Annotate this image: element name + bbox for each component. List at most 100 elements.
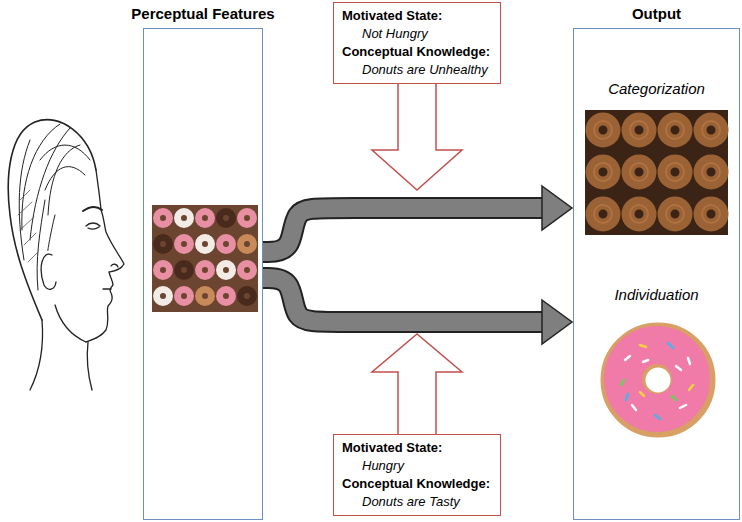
donut — [220, 264, 233, 277]
split-arrow — [263, 186, 572, 252]
sprinkle — [632, 405, 636, 410]
donut — [178, 264, 191, 277]
donut — [241, 290, 254, 303]
donut — [664, 203, 686, 225]
arrow-outline — [263, 278, 544, 322]
sprinkle — [640, 392, 644, 396]
output-label: Categorization — [573, 80, 740, 98]
sprinkle — [625, 356, 630, 360]
ear — [41, 254, 56, 289]
donut-icing — [623, 345, 691, 413]
donut — [199, 290, 212, 303]
donut — [628, 119, 650, 141]
sprinkle — [688, 358, 690, 364]
photo-ground — [152, 205, 258, 312]
donut — [220, 238, 233, 251]
condition-heading: Motivated State: — [342, 7, 491, 25]
sprinkle — [655, 415, 660, 419]
donut — [157, 290, 170, 303]
hair-strands — [19, 124, 90, 290]
donut — [220, 212, 233, 225]
panel-frame — [573, 28, 740, 520]
donut — [178, 212, 191, 225]
panel-frame — [143, 28, 263, 520]
face-sketch — [8, 120, 124, 390]
glaze-shine — [702, 121, 720, 139]
pink-donut-photo — [621, 343, 693, 419]
output-label: Individuation — [573, 286, 740, 304]
condition-value: Not Hungry — [342, 25, 491, 43]
donut — [628, 161, 650, 183]
sprinkle — [626, 394, 628, 400]
condition-value: Hungry — [342, 457, 491, 475]
glaze-shine — [630, 205, 648, 223]
glaze-shine — [630, 163, 648, 181]
jaw-line — [55, 305, 86, 342]
donut — [178, 290, 191, 303]
condition-box: Motivated State:HungryConceptual Knowled… — [333, 434, 501, 516]
panel-heading: Output — [528, 5, 742, 23]
donut — [592, 203, 614, 225]
arrow-shaft — [263, 278, 544, 322]
donut — [241, 264, 254, 277]
panel-heading: Perceptual Features — [98, 5, 308, 23]
donut — [592, 161, 614, 183]
stage-panel: Output — [573, 0, 740, 520]
arrow-shaft — [263, 208, 544, 252]
donut — [220, 290, 233, 303]
glazed-donuts-photo — [585, 110, 728, 235]
hair-outline — [8, 120, 96, 320]
donut — [178, 238, 191, 251]
donut — [199, 264, 212, 277]
donut — [700, 161, 722, 183]
glaze-shine — [666, 163, 684, 181]
glaze-shine — [594, 205, 612, 223]
donut — [700, 203, 722, 225]
face-profile — [86, 170, 124, 342]
mouth — [103, 288, 111, 289]
donut-dough — [623, 345, 693, 415]
donut — [628, 203, 650, 225]
donut — [241, 238, 254, 251]
sprinkle — [680, 405, 686, 408]
glaze-shine — [666, 121, 684, 139]
sprinkle — [643, 360, 648, 362]
condition-heading: Conceptual Knowledge: — [342, 43, 491, 61]
donut — [664, 161, 686, 183]
glaze-shine — [702, 163, 720, 181]
donut — [199, 212, 212, 225]
donut — [199, 238, 212, 251]
donut — [700, 119, 722, 141]
neck-back — [30, 320, 43, 390]
eyebrow — [83, 207, 102, 211]
glaze-shine — [594, 163, 612, 181]
donut — [157, 212, 170, 225]
stage-panel: Perceptual Features — [143, 0, 263, 520]
condition-value: Donuts are Unhealthy — [342, 61, 491, 79]
neck-front — [87, 342, 92, 390]
sprinkle — [689, 385, 693, 390]
hair-hatching — [18, 190, 38, 262]
donut — [157, 264, 170, 277]
influence-arrow-down — [372, 80, 462, 190]
sprinkle — [640, 345, 646, 347]
condition-box: Motivated State:Not HungryConceptual Kno… — [333, 2, 501, 84]
arrow-outline — [263, 208, 544, 252]
eye — [86, 223, 100, 229]
condition-heading: Motivated State: — [342, 439, 491, 457]
donut — [664, 119, 686, 141]
condition-heading: Conceptual Knowledge: — [342, 475, 491, 493]
sprinkle — [672, 396, 676, 400]
sprinkle — [668, 343, 673, 348]
donut — [241, 212, 254, 225]
sprinkle — [676, 366, 681, 370]
glaze-shine — [666, 205, 684, 223]
donut-box-photo — [152, 205, 258, 312]
photo-ground — [585, 110, 728, 235]
glaze-shine — [702, 205, 720, 223]
arrow-head — [542, 186, 572, 230]
donut — [157, 238, 170, 251]
glaze-shine — [630, 121, 648, 139]
split-arrow — [263, 278, 572, 344]
